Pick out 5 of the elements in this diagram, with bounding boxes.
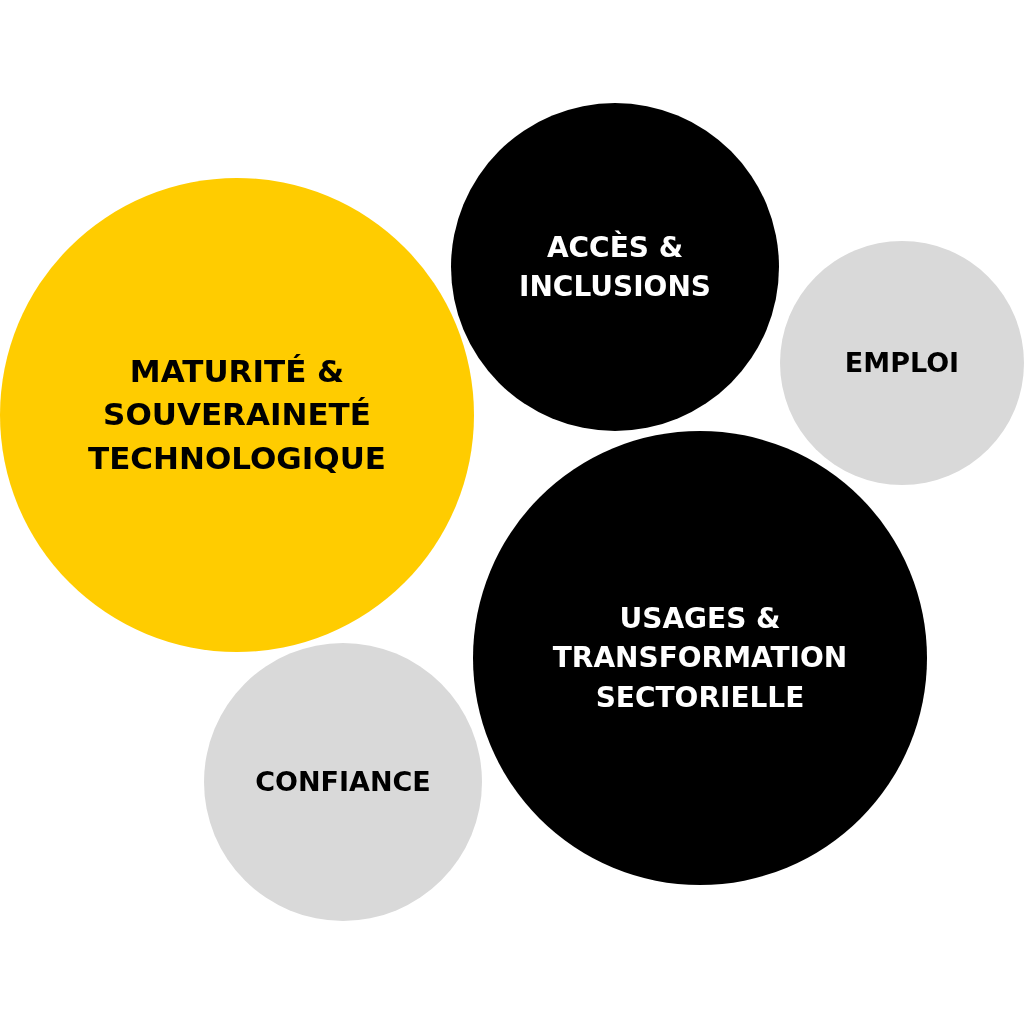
circle-label: MATURITÉ & SOUVERAINETÉ TECHNOLOGIQUE [87, 351, 387, 478]
circle-label: USAGES & TRANSFORMATION SECTORIELLE [551, 601, 849, 716]
circle-label: ACCÈS & INCLUSIONS [518, 229, 712, 305]
circle-label: EMPLOI [843, 346, 961, 381]
circle-label: CONFIANCE [254, 765, 432, 800]
